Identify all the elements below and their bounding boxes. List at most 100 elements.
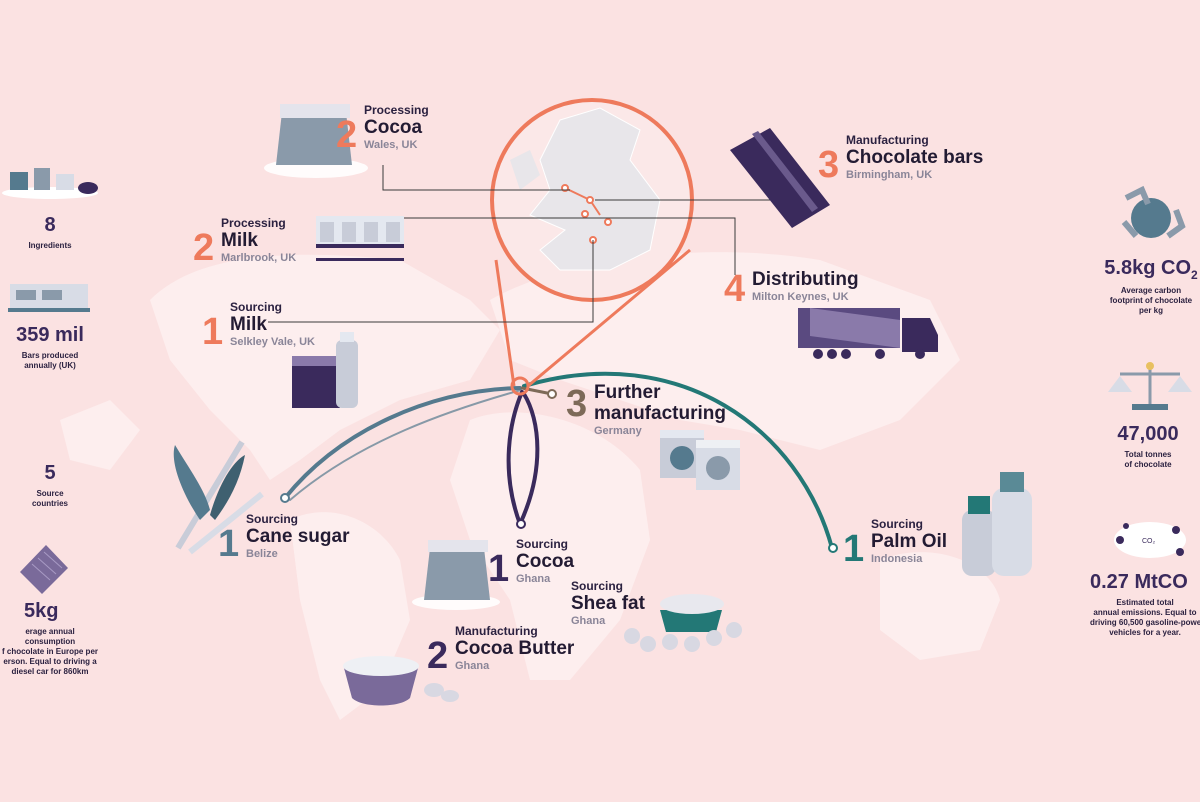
cocoa-sack-ghana-illustration (412, 540, 500, 610)
leader-processing-cocoa (382, 165, 570, 191)
route-cocoa (506, 390, 524, 526)
stat-caption-line1: Estimated total (1116, 598, 1174, 607)
stat-caption: Ingredients (28, 241, 72, 250)
cocoa-sack-illustration (264, 104, 368, 178)
stage-place: Belize (246, 548, 278, 560)
step-number: 1 (843, 528, 865, 570)
label-sourcing-palm-oil: 1 Sourcing Palm Oil Indonesia (843, 517, 948, 570)
stat-carbon-footprint: 5.8kg CO2 Average carbon footprint of ch… (1096, 257, 1200, 316)
stage-title: Palm Oil (871, 531, 948, 552)
stage-place: Wales, UK (364, 139, 418, 151)
stat-caption-line4: diesel car for 860km (11, 667, 89, 676)
step-number: 2 (427, 635, 449, 677)
step-number: 1 (202, 311, 224, 353)
washing-machines-illustration (660, 430, 740, 490)
world-map-land (60, 252, 1000, 720)
stage-title: Cocoa (364, 117, 423, 138)
stat-value: 8 (44, 214, 56, 236)
leader-sourcing-milk (268, 240, 594, 323)
label-sourcing-milk: 1 Sourcing Milk Selkley Vale, UK (202, 300, 315, 353)
conveyor-icon (8, 284, 90, 312)
stat-value: 359 mil (16, 324, 84, 346)
stat-value-text: 5.8kg CO (1104, 257, 1191, 279)
stage-type: Manufacturing (455, 624, 538, 638)
uk-zoom-inset (490, 98, 694, 396)
stage-place: Selkley Vale, UK (230, 336, 315, 348)
stage-title: Cocoa Butter (455, 638, 575, 659)
route-node-ghana (516, 519, 526, 529)
chocolate-tablet-icon (20, 545, 68, 594)
label-sourcing-shea-fat: Sourcing Shea fat Ghana (571, 580, 645, 627)
step-number: 3 (566, 383, 588, 425)
stat-annual-emissions: 0.27 MtCO Estimated total annual emissio… (1090, 571, 1200, 638)
shea-nuts-illustration (624, 594, 742, 652)
ingredients-icon (2, 168, 98, 199)
stat-value-subscript: 2 (1191, 268, 1198, 282)
label-sourcing-cane-sugar: 1 Sourcing Cane sugar Belize (218, 512, 350, 565)
step-number: 3 (818, 144, 840, 186)
stat-caption-line1: Source (36, 489, 64, 498)
stage-type: Sourcing (516, 537, 569, 551)
route-node-belize (280, 493, 290, 503)
stat-caption-line2: countries (31, 499, 68, 508)
label-processing-milk: 2 Processing Milk Marlbrook, UK (193, 216, 297, 267)
stage-title: Cane sugar (246, 526, 350, 547)
stat-total-tonnes: 47,000 Total tonnes of chocolate (1096, 423, 1200, 470)
stage-place: Marlbrook, UK (221, 252, 297, 264)
stage-place: Ghana (455, 660, 490, 672)
milk-churn-illustration (292, 332, 358, 408)
step-number: 1 (218, 523, 240, 565)
scales-icon (1108, 362, 1192, 410)
chocolate-bar-illustration (730, 128, 830, 228)
stage-type: Processing (221, 216, 286, 230)
route-node-indonesia (828, 543, 838, 553)
route-cocoa-return (518, 392, 540, 526)
stage-place: Indonesia (871, 553, 923, 565)
stage-title: Cocoa (516, 551, 575, 572)
stage-place: Ghana (516, 573, 551, 585)
stat-caption-line1: Bars produced (21, 351, 79, 360)
stat-ingredients: 8 Ingredients (0, 214, 100, 251)
label-further-manufacturing: 3 Further manufacturing Germany (566, 383, 726, 437)
label-sourcing-cocoa: 1 Sourcing Cocoa Ghana (488, 537, 575, 590)
stat-caption-line2: annual emissions. Equal to (1093, 608, 1197, 617)
stage-place: Germany (594, 425, 642, 437)
stat-bars-produced: 359 mil Bars produced annually (UK) (0, 324, 100, 371)
stat-caption-line3: per kg (1138, 306, 1163, 315)
stat-caption-line2: of chocolate (1124, 460, 1172, 469)
step-number: 1 (488, 548, 510, 590)
label-processing-cocoa: 2 Processing Cocoa Wales, UK (336, 103, 429, 154)
cocoa-butter-bowl-illustration (343, 656, 459, 706)
route-node-germany (547, 389, 557, 399)
stat-value: 5.8kg CO2 (1096, 257, 1200, 282)
route-cane-sugar (283, 386, 522, 500)
stage-type: Sourcing (246, 512, 299, 526)
stage-place: Ghana (571, 615, 606, 627)
stage-type: Sourcing (571, 579, 624, 593)
stage-type: Processing (364, 103, 429, 117)
label-manufacturing-bars: 3 Manufacturing Chocolate bars Birmingha… (818, 134, 983, 186)
label-distributing: 4 Distributing Milton Keynes, UK (724, 269, 859, 308)
sugar-cane-illustration (173, 440, 264, 555)
stage-place: Milton Keynes, UK (752, 291, 849, 303)
palm-oil-bottles-illustration (962, 472, 1032, 576)
stat-caption-line3: erson. Equal to driving a (3, 657, 97, 666)
stage-title-line2: manufacturing (594, 403, 726, 424)
stage-title: Distributing (752, 269, 859, 290)
stat-caption-line3: driving 60,500 gasoline-powe (1090, 618, 1200, 627)
stage-type: Sourcing (871, 517, 924, 531)
stage-title: Milk (221, 230, 258, 251)
stat-caption-line1: Total tonnes (1124, 450, 1172, 459)
stage-type: Sourcing (230, 300, 283, 314)
truck-illustration (798, 308, 938, 359)
stat-caption-line1: erage annual consumption (24, 627, 76, 646)
stat-consumption: 5kg erage annual consumption f chocolate… (0, 600, 100, 677)
stat-value: 0.27 MtCO (1090, 571, 1188, 593)
milk-bottles-illustration (316, 216, 404, 261)
stage-title: Shea fat (571, 593, 645, 614)
stage-title-line1: Further (594, 382, 661, 403)
stat-caption-line2: footprint of chocolate (1109, 296, 1193, 305)
co2-cloud-icon: CO₂ (1114, 522, 1186, 558)
